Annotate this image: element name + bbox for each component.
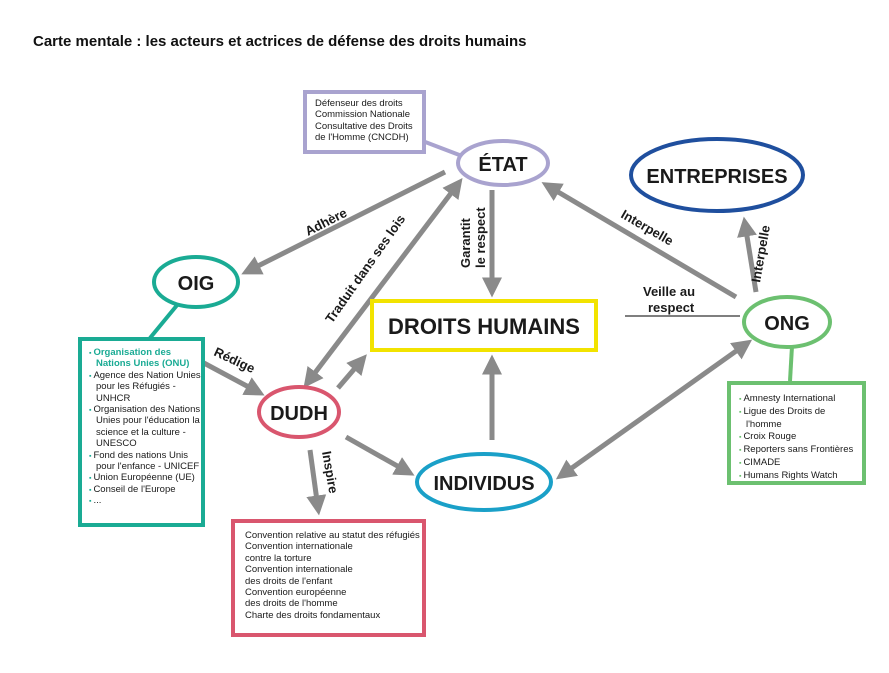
convention: Convention internationale: [245, 541, 353, 553]
oig-actors-box: Organisation des Nations Unies (ONU) Age…: [78, 337, 205, 527]
arrow-dudh-conventions: [306, 449, 327, 516]
node-entreprises[interactable]: ENTREPRISES: [629, 137, 805, 213]
arrow-individus-ong: [555, 339, 753, 480]
label-le-respect: le respect: [473, 207, 488, 268]
svg-text:OIG: OIG: [178, 273, 215, 295]
arrow-ong-entreprises: [737, 216, 759, 293]
svg-text:ENTREPRISES: ENTREPRISES: [646, 166, 787, 188]
svg-text:DUDH: DUDH: [270, 403, 328, 425]
label-inspire: Inspire: [319, 450, 341, 495]
oig-actor: Conseil de l'Europe: [88, 484, 201, 495]
arrow-dudh-droits: [336, 354, 367, 390]
oig-actor: Union Européenne (UE): [88, 472, 201, 483]
oig-actor: Fond des nations Unis pour l'enfance - U…: [88, 450, 201, 473]
etat-actor: Défenseur des droits: [315, 98, 403, 109]
node-droits-humains[interactable]: DROITS HUMAINS: [370, 299, 598, 352]
etat-actor: de l'Homme (CNCDH): [315, 132, 409, 144]
ong-actor: Humans Rights Watch: [738, 470, 862, 483]
conventions-box: Convention relative au statut des réfugi…: [231, 519, 426, 637]
ong-actors-box: Amnesty International Ligue des Droits d…: [727, 381, 866, 485]
convention: Convention européenne: [245, 586, 347, 598]
arrow-etat-oig: [241, 169, 447, 275]
svg-text:ÉTAT: ÉTAT: [478, 153, 527, 176]
label-respect: respect: [648, 300, 695, 315]
etat-actors-box: Défenseur des droits Commission National…: [303, 90, 426, 154]
oig-actor: Agence des Nation Unies pour les Réfugié…: [88, 370, 201, 404]
oig-actor: ...: [88, 495, 201, 506]
etat-actor: Consultative des Droits: [315, 120, 413, 132]
oig-box-connector: [148, 302, 180, 340]
arrow-oig-dudh: [200, 359, 265, 396]
oig-actor: Organisation des Nations Unies pour l'éd…: [88, 404, 201, 450]
ong-actor: Croix Rouge: [738, 431, 862, 444]
svg-text:INDIVIDUS: INDIVIDUS: [433, 473, 534, 495]
page-title: Carte mentale : les acteurs et actrices …: [33, 33, 527, 50]
arrow-ong-etat: [541, 182, 738, 300]
convention: Charte des droits fondamentaux: [245, 609, 381, 621]
node-oig[interactable]: OIG: [152, 255, 240, 309]
node-ong[interactable]: ONG: [742, 295, 832, 349]
label-veille: Veille au: [643, 284, 695, 299]
node-dudh[interactable]: DUDH: [257, 385, 341, 439]
convention: contre la torture: [245, 552, 312, 564]
convention: Convention relative au statut des réfugi…: [245, 530, 420, 541]
etat-actor: Commission Nationale: [315, 109, 411, 121]
node-etat[interactable]: ÉTAT: [456, 139, 550, 187]
ong-actor: CIMADE: [738, 457, 862, 470]
convention: des droits de l'homme: [245, 598, 338, 610]
ong-actor: Ligue des Droits de l'homme: [738, 406, 862, 432]
svg-text:ONG: ONG: [764, 313, 810, 335]
label-garantit: Garantit: [458, 217, 473, 268]
ong-actor: Amnesty International: [738, 393, 862, 406]
ong-actor: Reporters sans Frontières: [738, 444, 862, 457]
convention: des droits de l'enfant: [245, 575, 333, 587]
arrow-dudh-etat: [303, 178, 463, 388]
arrow-dudh-individus: [344, 434, 415, 476]
ong-box-connector: [788, 345, 794, 382]
oig-actor: Organisation des Nations Unies (ONU): [88, 347, 201, 370]
convention: Convention internationale: [245, 564, 353, 576]
node-individus[interactable]: INDIVIDUS: [415, 452, 553, 512]
etat-box-connector: [419, 138, 463, 158]
svg-text:DROITS HUMAINS: DROITS HUMAINS: [388, 314, 580, 339]
